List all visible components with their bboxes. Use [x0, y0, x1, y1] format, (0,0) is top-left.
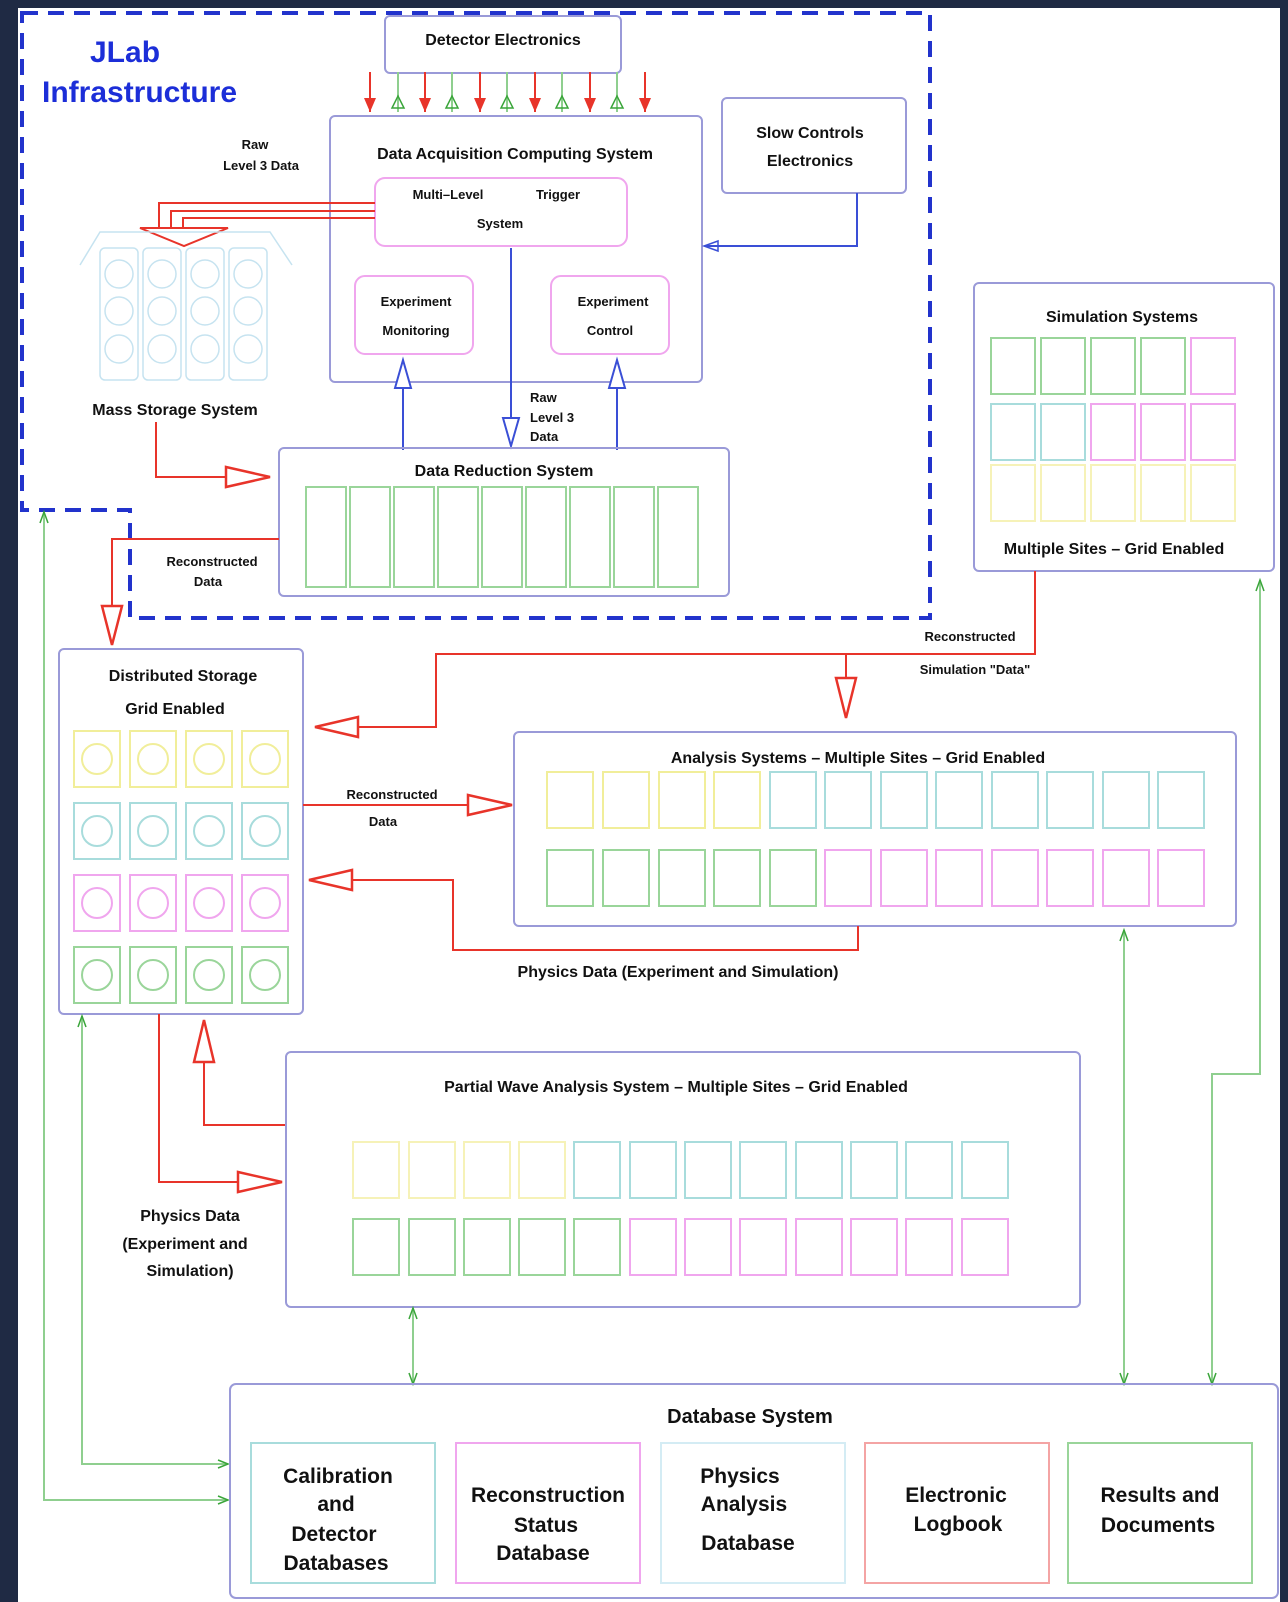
reconstructed-mid-label-1: Reconstructed — [346, 787, 437, 802]
title-line-1: JLab — [90, 36, 160, 69]
experiment-control-label-2: Control — [587, 323, 633, 338]
database-system-label: Database System — [667, 1406, 833, 1428]
slow-controls-label-2: Electronics — [767, 153, 853, 170]
db-physics-analysis-label-1: Physics — [700, 1465, 779, 1488]
reconstructed-left-label-2: Data — [194, 574, 223, 589]
reconstructed-left-label-1: Reconstructed — [166, 554, 257, 569]
db-calibration-label-3: Detector — [291, 1523, 376, 1546]
distributed-storage-nodes — [74, 731, 288, 1003]
experiment-monitoring-label-2: Monitoring — [382, 323, 449, 338]
db-calibration-label-4: Databases — [283, 1552, 388, 1575]
database-links — [44, 512, 1260, 1500]
experiment-monitoring-label-1: Experiment — [381, 294, 452, 309]
db-reconstruction-label-3: Database — [496, 1542, 589, 1565]
raw-l3-left-label-2: Level 3 Data — [223, 158, 300, 173]
title-line-2: Infrastructure — [42, 76, 237, 109]
simulation-nodes — [991, 338, 1235, 521]
distributed-storage-label-1: Distributed Storage — [109, 668, 258, 685]
pwa-nodes — [353, 1142, 1008, 1275]
slow-controls-box — [722, 98, 906, 193]
db-results-label-2: Documents — [1101, 1514, 1215, 1537]
db-physics-analysis-label-2: Analysis — [701, 1493, 787, 1516]
physics-data-left-label-1: Physics Data — [140, 1208, 240, 1225]
simulation-box — [974, 283, 1274, 571]
detector-electronics-label: Detector Electronics — [425, 32, 581, 49]
db-logbook-label-1: Electronic — [905, 1484, 1007, 1507]
trigger-label-2: Trigger — [536, 187, 580, 202]
slow-controls-flow — [705, 193, 857, 246]
trigger-label-3: System — [477, 216, 523, 231]
db-reconstruction-label-1: Reconstruction — [471, 1484, 625, 1507]
distributed-pwa-flows — [159, 1014, 285, 1182]
mass-storage-to-reduction-flow — [156, 422, 228, 477]
analysis-label: Analysis Systems – Multiple Sites – Grid… — [671, 750, 1045, 767]
raw-l3-center-label-3: Data — [530, 429, 559, 444]
raw-l3-center-label-1: Raw — [530, 390, 558, 405]
db-calibration-label-2: and — [317, 1493, 354, 1516]
database-link-arrowheads — [40, 512, 1264, 1504]
distributed-storage-label-2: Grid Enabled — [125, 701, 225, 718]
analysis-to-distributed-flow — [340, 880, 858, 950]
reconstructed-mid-label-2: Data — [369, 814, 398, 829]
data-reduction-label: Data Reduction System — [415, 463, 594, 480]
db-logbook-label-2: Logbook — [914, 1513, 1003, 1536]
physics-data-mid-label: Physics Data (Experiment and Simulation) — [518, 964, 839, 981]
mass-storage-icon — [80, 232, 292, 380]
raw-l3-center-label-2: Level 3 — [530, 410, 574, 425]
db-physics-analysis-label-3: Database — [701, 1532, 794, 1555]
db-calibration-label-1: Calibration — [283, 1465, 393, 1488]
physics-data-left-label-2: (Experiment and — [122, 1236, 247, 1253]
simulation-sites-label: Multiple Sites – Grid Enabled — [1004, 541, 1224, 558]
simulation-label: Simulation Systems — [1046, 309, 1198, 326]
experiment-control-label-1: Experiment — [578, 294, 649, 309]
reduction-nodes — [306, 487, 698, 587]
detector-signal-arrows — [364, 72, 651, 112]
daq-label: Data Acquisition Computing System — [377, 146, 653, 163]
experiment-monitoring-box — [355, 276, 473, 354]
db-results-box — [1068, 1443, 1252, 1583]
raw-l3-left-label-1: Raw — [242, 137, 270, 152]
physics-data-left-label-3: Simulation) — [146, 1263, 233, 1280]
reconstructed-sim-label-1: Reconstructed — [924, 629, 1015, 644]
db-reconstruction-label-2: Status — [514, 1514, 578, 1537]
mass-storage-label: Mass Storage System — [92, 402, 257, 419]
db-results-label-1: Results and — [1100, 1484, 1219, 1507]
trigger-label-1: Multi–Level — [413, 187, 484, 202]
analysis-nodes — [547, 772, 1204, 906]
slow-controls-label-1: Slow Controls — [756, 125, 864, 142]
pwa-label: Partial Wave Analysis System – Multiple … — [444, 1079, 908, 1096]
raw-data-to-mass-storage-flow — [159, 203, 375, 228]
reconstructed-sim-label-2: Simulation "Data" — [920, 662, 1031, 677]
experiment-control-box — [551, 276, 669, 354]
